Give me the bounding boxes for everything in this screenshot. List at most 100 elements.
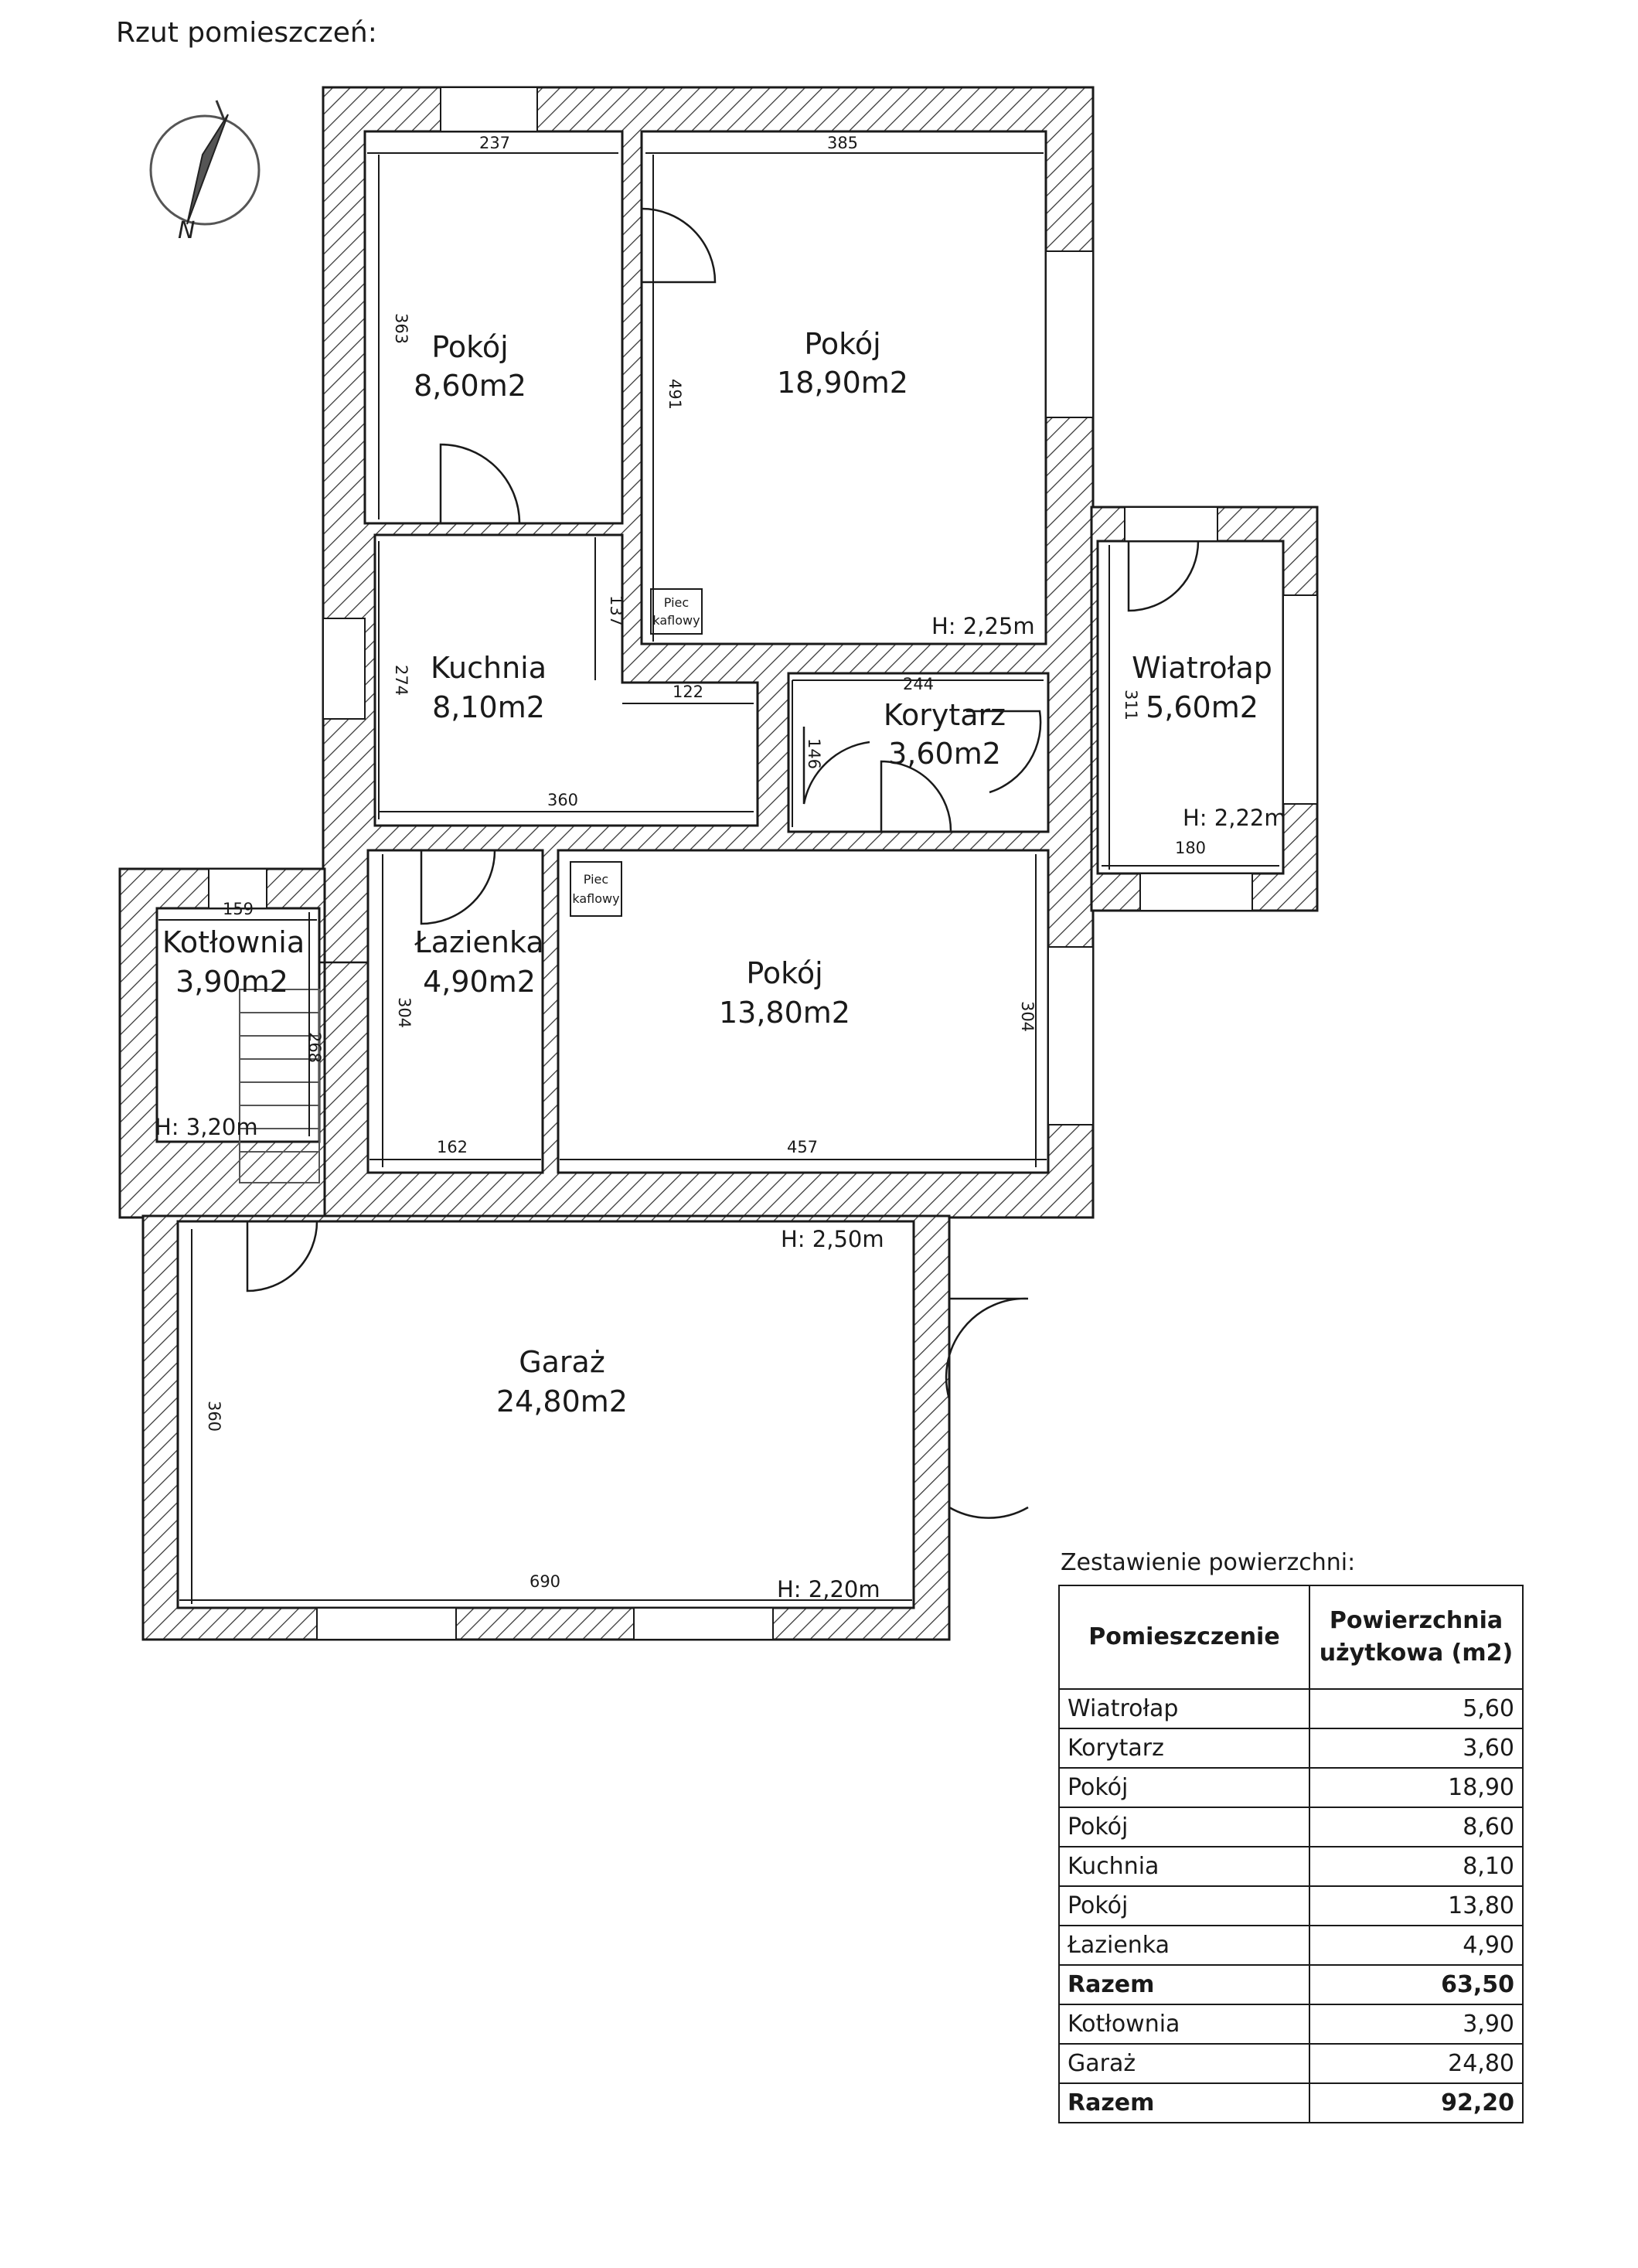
dim-label: 363 [392,313,410,344]
table-row: Korytarz 3,60 [1058,1728,1524,1769]
table-row: Wiatrołap 5,60 [1058,1688,1524,1729]
table-row-total: Razem 92,20 [1058,2082,1524,2123]
door-garaz-main-lower [948,1411,1029,1519]
row-value: 24,80 [1309,2043,1524,2084]
interior-kuchnia [373,533,759,827]
row-value: 63,50 [1309,1964,1524,2005]
dim-label: 180 [1175,839,1206,857]
room-area-korytarz: 3,60m2 [888,737,1001,771]
table-row: Kotłownia 3,90 [1058,2004,1524,2045]
dim-label: 360 [547,791,578,809]
table-row: Pokój 8,60 [1058,1807,1524,1847]
table-row: Pokój 13,80 [1058,1885,1524,1926]
row-value: 18,90 [1309,1767,1524,1808]
header-room: Pomieszczenie [1058,1585,1310,1690]
interior-garaz [176,1220,915,1609]
height-label: H: 2,25m [931,613,1035,639]
doors [246,207,1200,1519]
window-garaz-bottom-left [316,1607,457,1640]
table-row: Kuchnia 8,10 [1058,1846,1524,1887]
dim-label: 146 [805,738,823,769]
door-garaz-inner [246,1221,318,1292]
row-value: 3,60 [1309,1728,1524,1769]
door-garaz-main-upper [945,1297,1029,1400]
interior-pokoj-middle [557,849,1050,1174]
room-area-wiatrolap: 5,60m2 [1146,690,1258,724]
row-name: Kotłownia [1058,2004,1310,2045]
window-right-middle [1047,946,1094,1125]
door-pokoj-large [641,207,717,284]
room-name-pokoj-large: Pokój [804,327,880,361]
stove-box [650,588,703,635]
row-value: 13,80 [1309,1885,1524,1926]
row-name: Garaż [1058,2043,1310,2084]
dim-label: 162 [437,1138,468,1156]
dim-label: 457 [787,1138,818,1156]
room-area-pokoj-middle: 13,80m2 [719,996,850,1030]
compass-north-label: N [178,217,195,244]
height-labels: H: 2,25m H: 2,22m H: 3,20m H: 2,50m H: 2… [155,613,1286,1602]
dim-label: 237 [479,134,510,152]
room-labels: Pokój 8,60m2 Pokój 18,90m2 Kuchnia 8,10m… [162,327,1272,1418]
table-row: Garaż 24,80 [1058,2043,1524,2084]
compass-tick [215,100,226,121]
room-name-lazienka: Łazienka [414,925,543,959]
window-wiatrolap-top [1124,506,1218,542]
window-wiatrolap-bottom [1139,873,1253,911]
height-label: H: 2,50m [781,1226,884,1252]
table-row: Łazienka 4,90 [1058,1925,1524,1966]
window-top [440,87,538,132]
compass-circle [149,114,261,226]
interior-korytarz [787,672,1050,833]
room-area-lazienka: 4,90m2 [423,965,536,999]
interior-lazienka [366,849,544,1174]
room-area-kotlownia: 3,90m2 [175,965,288,999]
dim-label: 137 [607,595,625,626]
row-name: Pokój [1058,1807,1310,1847]
row-name: Pokój [1058,1885,1310,1926]
dim-label: 304 [395,997,414,1028]
summary-caption: Zestawienie powierzchni: [1061,1549,1356,1576]
interior-pokoj-large [640,130,1047,645]
row-value: 5,60 [1309,1688,1524,1729]
dim-label: 690 [530,1572,560,1591]
row-name: Pokój [1058,1767,1310,1808]
table-row: Pokój 18,90 [1058,1767,1524,1808]
stairs-outline [239,989,320,1183]
dim-label: 122 [673,683,703,701]
row-value: 3,90 [1309,2004,1524,2045]
dim-label: 491 [666,379,684,410]
stove-label-line2: kaflowy [572,891,619,906]
stove-label-line1: Piec [664,595,689,610]
dim-label: 159 [223,900,254,918]
height-label: H: 2,22m [1183,805,1286,831]
window-wiatrolap-right [1282,594,1318,805]
stove-box [570,861,622,917]
door-korytarz-2 [880,760,952,833]
dim-label: 385 [827,134,858,152]
dim-label: 268 [305,1032,324,1063]
header-area: Powierzchnia użytkowa (m2) [1309,1585,1524,1690]
row-name: Razem [1058,2082,1310,2123]
stoves: Piec kaflowy Piec kaflowy [570,588,703,917]
dimension-lines [158,152,1279,1604]
window-left-kuchnia [322,618,366,720]
windows [208,87,1318,1640]
dim-label: 304 [1018,1001,1037,1032]
room-area-garaz: 24,80m2 [496,1384,628,1418]
room-area-pokoj-small: 8,60m2 [414,369,526,403]
row-value: 8,10 [1309,1846,1524,1887]
room-name-pokoj-middle: Pokój [746,956,822,990]
dim-label: 360 [205,1401,223,1432]
page-title: Rzut pomieszczeń: [116,17,377,49]
stove-label-line1: Piec [584,872,608,887]
window-kotlownia-top [208,868,267,909]
window-garaz-bottom-right [633,1607,774,1640]
header-area-line2: użytkowa (m2) [1319,1640,1514,1667]
dim-label: 274 [392,665,410,696]
door-korytarz-3 [966,710,1042,794]
room-name-garaz: Garaż [519,1345,605,1379]
room-name-korytarz: Korytarz [884,698,1006,732]
stairs [239,989,320,1183]
